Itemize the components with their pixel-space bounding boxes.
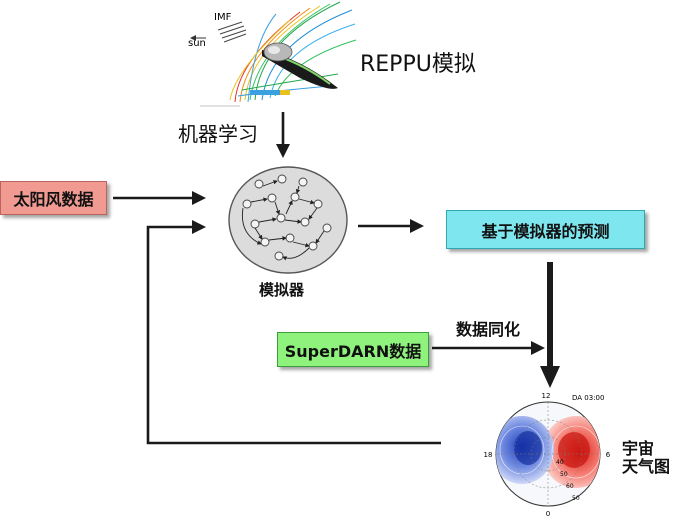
simulator-network [228, 166, 348, 274]
space-weather-map-label: 宇宙 天气图 [622, 440, 670, 476]
data-assimilation-label: 数据同化 [456, 320, 521, 339]
machine-learning-label: 机器学习 [178, 122, 258, 146]
map-tick-bottom: 0 [546, 510, 550, 517]
solar-wind-data-box: 太阳风数据 [0, 181, 107, 215]
map-tick-left: 18 [484, 451, 493, 459]
map-ring-label: 50 [572, 495, 580, 502]
map-ring-label: 40 [556, 459, 564, 466]
space-weather-label-line1: 宇宙 [622, 439, 655, 458]
reppu-simulation-label: REPPU模拟 [360, 52, 476, 77]
feedback-loop-arrow [146, 225, 441, 445]
space-weather-map: 12 DA 03:00 0 18 6 40 50 60 50 [484, 392, 611, 517]
map-tick-top: 12 [542, 392, 551, 400]
map-ring-label: 50 [560, 471, 568, 478]
space-weather-label-line2: 天气图 [622, 457, 671, 476]
superdarn-data-box: SuperDARN数据 [277, 332, 429, 367]
sun-label: sun [188, 38, 206, 49]
simulator-prediction-box: 基于模拟器的预测 [446, 210, 645, 249]
map-tick-right: 6 [606, 451, 611, 459]
reppu-simulation-figure: IMF sun [188, 0, 357, 110]
simulator-label: 模拟器 [259, 281, 305, 299]
imf-label: IMF [214, 12, 232, 23]
map-ring-label: 60 [566, 483, 574, 490]
map-timestamp: DA 03:00 [572, 394, 604, 402]
